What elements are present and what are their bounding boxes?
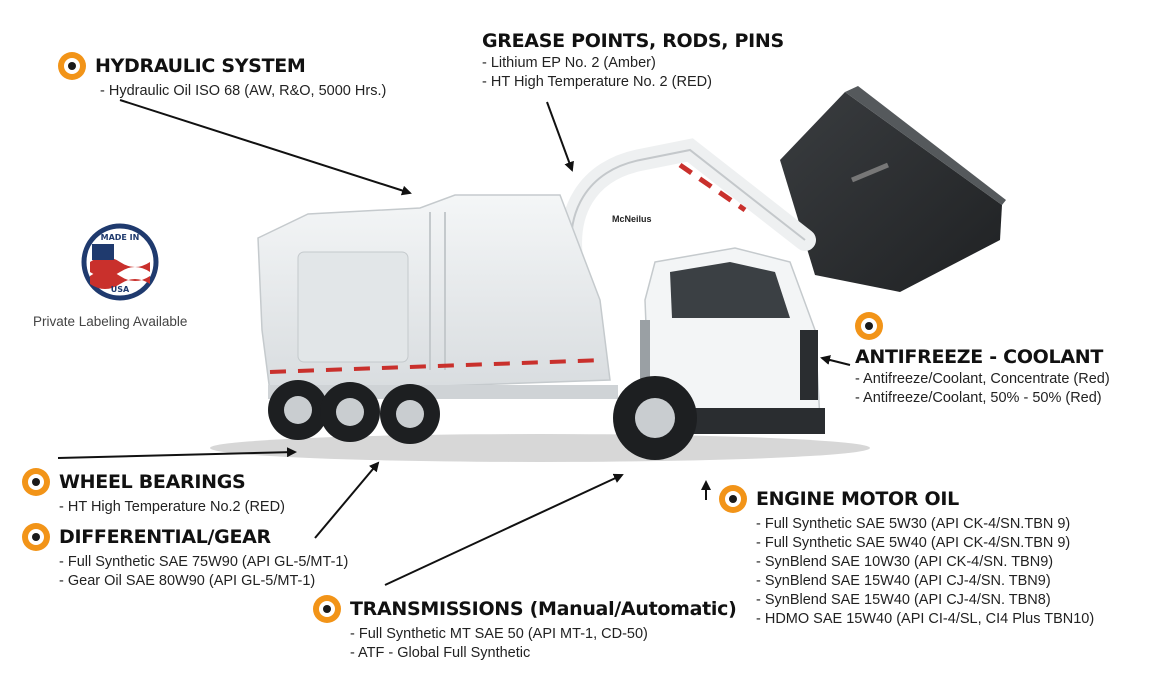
hydraulic-title: HYDRAULIC SYSTEM — [95, 55, 306, 77]
badge-bottom-text: USA — [111, 285, 130, 294]
list-item: - Hydraulic Oil ISO 68 (AW, R&O, 5000 Hr… — [100, 83, 387, 99]
target-icon — [58, 52, 86, 80]
transmissions-section: TRANSMISSIONS (Manual/Automatic) - Full … — [313, 595, 737, 663]
badge-top-text: MADE IN — [101, 233, 140, 242]
engine-oil-title: ENGINE MOTOR OIL — [756, 488, 959, 510]
list-item: - ATF - Global Full Synthetic — [350, 645, 531, 661]
list-item: - Full Synthetic MT SAE 50 (API MT-1, CD… — [350, 626, 648, 642]
grease-arrow — [546, 101, 574, 172]
rear-wheel-1 — [268, 380, 328, 440]
rear-wheel-2 — [320, 382, 380, 442]
truck-body: McNeilus — [257, 194, 652, 399]
rear-wheel-3 — [380, 384, 440, 444]
hydraulic-arrow — [119, 99, 412, 196]
brand-logo: McNeilus — [612, 214, 652, 224]
transmissions-title: TRANSMISSIONS (Manual/Automatic) — [350, 598, 737, 620]
list-item: - Antifreeze/Coolant, 50% - 50% (Red) — [855, 390, 1102, 406]
antifreeze-arrow — [820, 355, 851, 366]
grease-title: GREASE POINTS, RODS, PINS — [482, 30, 784, 52]
target-icon — [855, 312, 883, 340]
list-item: - SynBlend SAE 10W30 (API CK-4/SN. TBN9) — [756, 554, 1054, 570]
transmission-arrow — [384, 473, 624, 586]
list-item: - Full Synthetic SAE 5W40 (API CK-4/SN.T… — [756, 535, 1071, 551]
list-item: - HT High Temperature No. 2 (RED) — [482, 74, 712, 90]
front-wheel — [613, 376, 697, 460]
truck-cab — [640, 247, 825, 434]
differential-section: DIFFERENTIAL/GEAR - Full Synthetic SAE 7… — [22, 523, 348, 591]
target-icon — [313, 595, 341, 623]
hydraulic-section: HYDRAULIC SYSTEM - Hydraulic Oil ISO 68 … — [58, 52, 386, 101]
made-in-usa-badge: MADE IN USA — [81, 223, 159, 301]
target-icon — [719, 485, 747, 513]
target-icon — [22, 523, 50, 551]
list-item: - Full Synthetic SAE 5W30 (API CK-4/SN.T… — [756, 516, 1071, 532]
antifreeze-section: ANTIFREEZE - COOLANT - Antifreeze/Coolan… — [855, 312, 1110, 408]
differential-title: DIFFERENTIAL/GEAR — [59, 526, 271, 548]
wheel-bearings-section: WHEEL BEARINGS - HT High Temperature No.… — [22, 468, 285, 517]
list-item: - HT High Temperature No.2 (RED) — [59, 499, 285, 515]
list-item: - Full Synthetic SAE 75W90 (API GL-5/MT-… — [59, 554, 349, 570]
antifreeze-title: ANTIFREEZE - COOLANT — [855, 346, 1103, 368]
list-item: - HDMO SAE 15W40 (API CI-4/SL, CI4 Plus … — [756, 611, 1095, 627]
list-item: - SynBlend SAE 15W40 (API CJ-4/SN. TBN8) — [756, 592, 1051, 608]
list-item: - SynBlend SAE 15W40 (API CJ-4/SN. TBN9) — [756, 573, 1051, 589]
ground-shadow — [210, 434, 870, 462]
wheel-bearings-arrow — [57, 447, 297, 459]
engine-oil-section: ENGINE MOTOR OIL - Full Synthetic SAE 5W… — [719, 485, 1094, 629]
private-labeling-caption: Private Labeling Available — [33, 314, 188, 329]
wheel-bearings-title: WHEEL BEARINGS — [59, 471, 246, 493]
loader-container — [780, 86, 1006, 292]
target-icon — [22, 468, 50, 496]
grease-section: GREASE POINTS, RODS, PINS - Lithium EP N… — [482, 30, 784, 92]
list-item: - Lithium EP No. 2 (Amber) — [482, 55, 656, 71]
differential-arrow — [314, 461, 380, 539]
list-item: - Antifreeze/Coolant, Concentrate (Red) — [855, 371, 1110, 387]
list-item: - Gear Oil SAE 80W90 (API GL-5/MT-1) — [59, 573, 316, 589]
